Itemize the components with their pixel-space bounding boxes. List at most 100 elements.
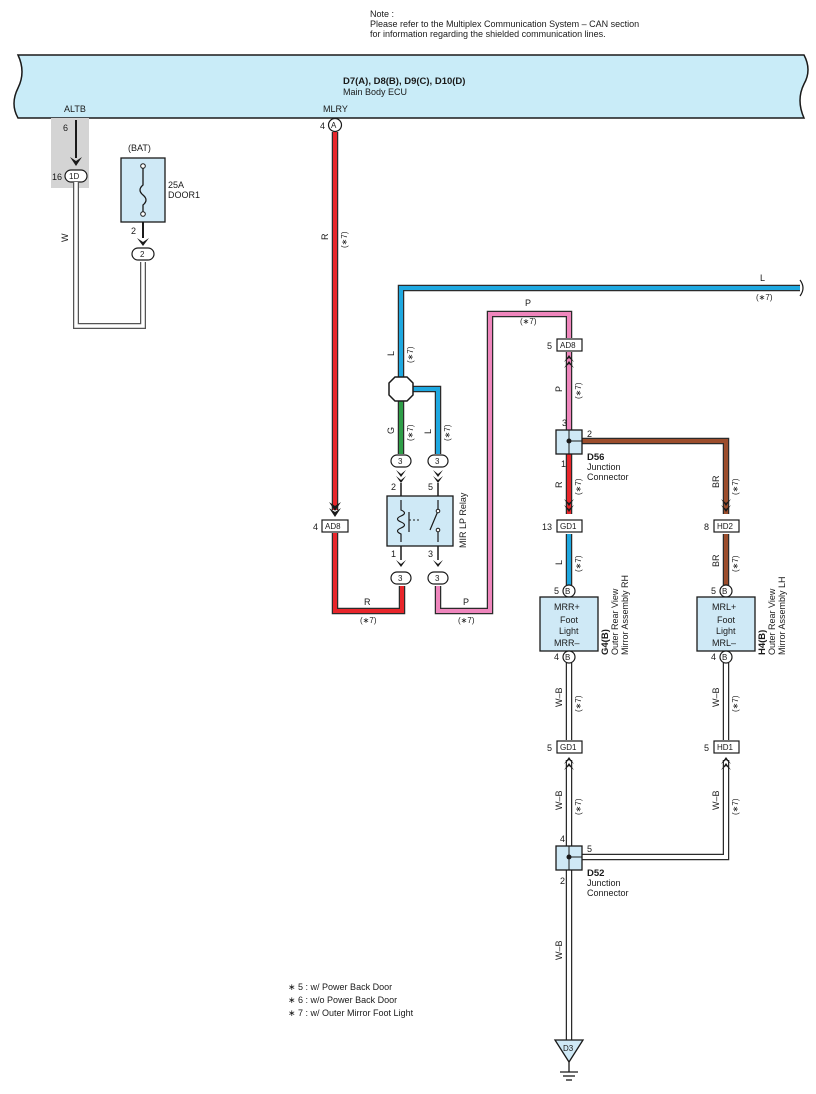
wires [331, 132, 800, 1040]
splice-octagon [388, 376, 414, 402]
ecu-terminal-altb: ALTB [64, 104, 86, 114]
altb-circuit: 6 1D 16 W [51, 118, 146, 329]
mirror-rh-label1: MRR+ [554, 602, 580, 612]
d56-pin-top: 3 [562, 418, 567, 428]
connector-gd1-bottom: GD1 5 [547, 740, 583, 770]
junction-d52: 4 5 2 D52 Junction Connector [555, 834, 629, 898]
gd1-top-pin: 13 [542, 522, 552, 532]
label-br-1-note: (∗7) [731, 478, 740, 495]
ecu-name: Main Body ECU [343, 87, 407, 97]
label-wb-2: W–B [711, 687, 721, 707]
wire-pink [436, 312, 571, 613]
mirror-rh-title2: Mirror Assembly RH [620, 575, 630, 655]
legend-item-7: ∗ 7 : w/ Outer Mirror Foot Light [288, 1008, 414, 1018]
note-title: Note : [370, 9, 394, 19]
main-body-ecu: D7(A), D8(B), D9(C), D10(D) Main Body EC… [13, 54, 809, 119]
mirror-rh-id: G4(B) [600, 629, 611, 655]
hd2-label: HD2 [717, 522, 734, 531]
d52-id: D52 [587, 868, 604, 879]
mlry-pin: 4 [320, 121, 325, 131]
wire-labels: R (∗7) L (∗7) L (∗7) G (∗7) L (∗7) P (∗7… [320, 231, 773, 960]
hd1-pin: 5 [704, 743, 709, 753]
hd1-label: HD1 [717, 743, 734, 752]
label-r-bottom: R [364, 597, 371, 607]
label-l-top: L [760, 273, 765, 283]
mirror-lh-pin-top: 5 [711, 586, 716, 596]
label-br-2-note: (∗7) [731, 555, 740, 572]
d52-pin-bottom: 2 [560, 876, 565, 886]
ecu-body [13, 54, 809, 119]
label-p-d56: P [554, 386, 564, 392]
mirror-lh-title1: Outer Rear View [767, 588, 777, 655]
connector-1d-label: 1D [69, 172, 79, 181]
mirror-rh-label2: Foot [560, 615, 579, 625]
label-l-rh-note: (∗7) [574, 555, 583, 572]
fuse-pin: 2 [131, 226, 136, 236]
wire-red-relay [333, 533, 404, 613]
mirror-lh-label3: Light [716, 626, 736, 636]
connector-2 [131, 247, 155, 261]
relay-conn-out-right: 3 [435, 574, 440, 583]
label-l-relay: L [423, 429, 433, 434]
mirror-rh-pin-top: 5 [554, 586, 559, 596]
label-l-left: L [386, 351, 396, 356]
label-l-relay-note: (∗7) [443, 424, 452, 441]
legend: ∗ 5 : w/ Power Back Door ∗ 6 : w/o Power… [288, 982, 414, 1018]
connector-ad8-left-label: AD8 [325, 522, 341, 531]
mirror-lh-conn-bottom: B [722, 653, 727, 662]
altb-arrow [70, 157, 82, 166]
label-wb-1-note: (∗7) [574, 695, 583, 712]
mirror-lh-pin-bottom: 4 [711, 652, 716, 662]
label-r-d56: R [554, 481, 564, 488]
label-r-1-note: (∗7) [340, 231, 349, 248]
wire-w-label: W [60, 233, 70, 242]
fuse-door1: (BAT) 25A DOOR1 2 2 [120, 143, 200, 261]
relay-pin-in-right: 5 [428, 482, 433, 492]
label-p-bottom: P [463, 597, 469, 607]
label-g-note: (∗7) [406, 424, 415, 441]
mirror-lh-title2: Mirror Assembly LH [777, 576, 787, 655]
label-wb-2-note: (∗7) [731, 695, 740, 712]
label-r-d56-note: (∗7) [574, 478, 583, 495]
altb-pin: 6 [63, 123, 68, 133]
label-br-1: BR [711, 475, 721, 488]
fuse-rating: 25A [168, 180, 184, 190]
mirror-rh-conn-bottom: B [565, 653, 570, 662]
connector-hd1: HD1 5 [704, 740, 740, 770]
d52-line2: Connector [587, 888, 629, 898]
d52-pin-right: 5 [587, 844, 592, 854]
mirror-rh-label4: MRR– [554, 638, 580, 648]
relay-conn-in-left: 3 [398, 457, 403, 466]
mirror-lh-label2: Foot [717, 615, 736, 625]
gd1-bottom-label: GD1 [560, 743, 577, 752]
label-br-2: BR [711, 554, 721, 567]
label-wb-3: W–B [554, 790, 564, 810]
label-r-bottom-note: (∗7) [360, 616, 377, 625]
relay-pin-in-left: 2 [391, 482, 396, 492]
mlry-terminal: 4 A [320, 117, 343, 133]
label-wb-5: W–B [554, 940, 564, 960]
label-p-d56-note: (∗7) [574, 382, 583, 399]
mirror-lh-label1: MRL+ [712, 602, 736, 612]
connector-1d-pin: 16 [52, 172, 62, 182]
junction-d56: 3 2 1 D56 Junction Connector [555, 418, 629, 482]
d56-line2: Connector [587, 472, 629, 482]
relay-coil-icon [396, 500, 406, 542]
wire-blue-relay [412, 387, 440, 454]
d56-id: D56 [587, 452, 604, 463]
connector-ad8-right-label: AD8 [560, 341, 576, 350]
relay-conn-out-left: 3 [398, 574, 403, 583]
relay-conn-in-right: 3 [435, 457, 440, 466]
mirror-lh-label4: MRL– [712, 638, 736, 648]
wire-break-symbol [799, 279, 804, 297]
relay-pin-out-left: 1 [391, 549, 396, 559]
label-wb-3-note: (∗7) [574, 798, 583, 815]
mirror-rh-pin-bottom: 4 [554, 652, 559, 662]
wire-blue-main [399, 286, 800, 377]
wire-w [74, 182, 145, 328]
d52-pin-top: 4 [560, 834, 565, 844]
mirror-lh-id: H4(B) [757, 630, 768, 655]
gd1-top-label: GD1 [560, 522, 577, 531]
connector-ad8-left-pin: 4 [313, 522, 318, 532]
